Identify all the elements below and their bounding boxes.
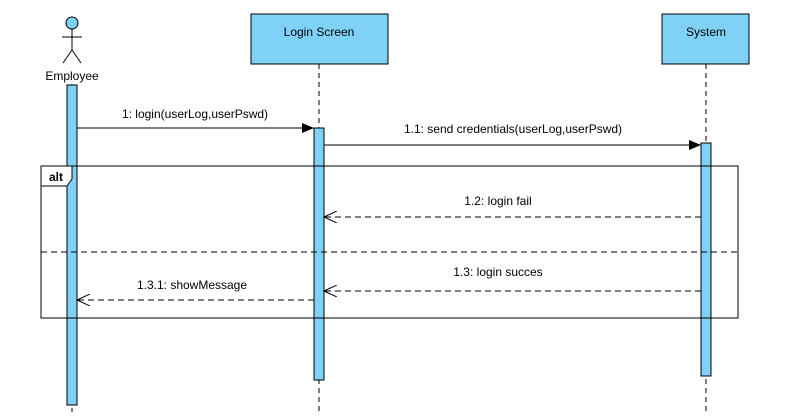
alt-fragment-operator: alt [49,170,63,184]
alt-fragment-tab [40,165,73,187]
message-send-credentials[interactable]: 1.1: send credentials(userLog,userPswd) [324,122,701,150]
participant-login-screen[interactable]: Login Screen [250,13,389,65]
message-label: 1.2: login fail [464,194,531,208]
message-login[interactable]: 1: login(userLog,userPswd) [77,107,314,133]
message-label: 1.1: send credentials(userLog,userPswd) [404,122,622,136]
activation-employee[interactable] [66,84,78,406]
participant-employee[interactable]: Employee [45,16,99,83]
message-show-message[interactable]: 1.3.1: showMessage [77,278,314,300]
actor-head [65,16,79,30]
message-login-succes[interactable]: 1.3: login succes [324,265,701,291]
participant-label-login-screen: Login Screen [284,25,355,39]
participant-box-login-screen [250,13,389,65]
message-label: 1.3: login succes [453,265,542,279]
participant-box-system [661,13,750,65]
alt-fragment-frame [40,165,739,319]
participant-system[interactable]: System [661,13,750,65]
activation-system[interactable] [700,142,712,377]
actor-leg-left [62,49,73,64]
participant-label-employee: Employee [45,69,99,83]
alt-fragment[interactable]: alt [40,165,739,319]
message-label: 1.3.1: showMessage [137,278,247,292]
actor-leg-right [71,49,82,64]
message-label: 1: login(userLog,userPswd) [122,107,268,121]
activation-login-screen[interactable] [313,127,325,381]
message-login-fail[interactable]: 1.2: login fail [324,194,701,217]
participant-label-system: System [686,25,726,39]
